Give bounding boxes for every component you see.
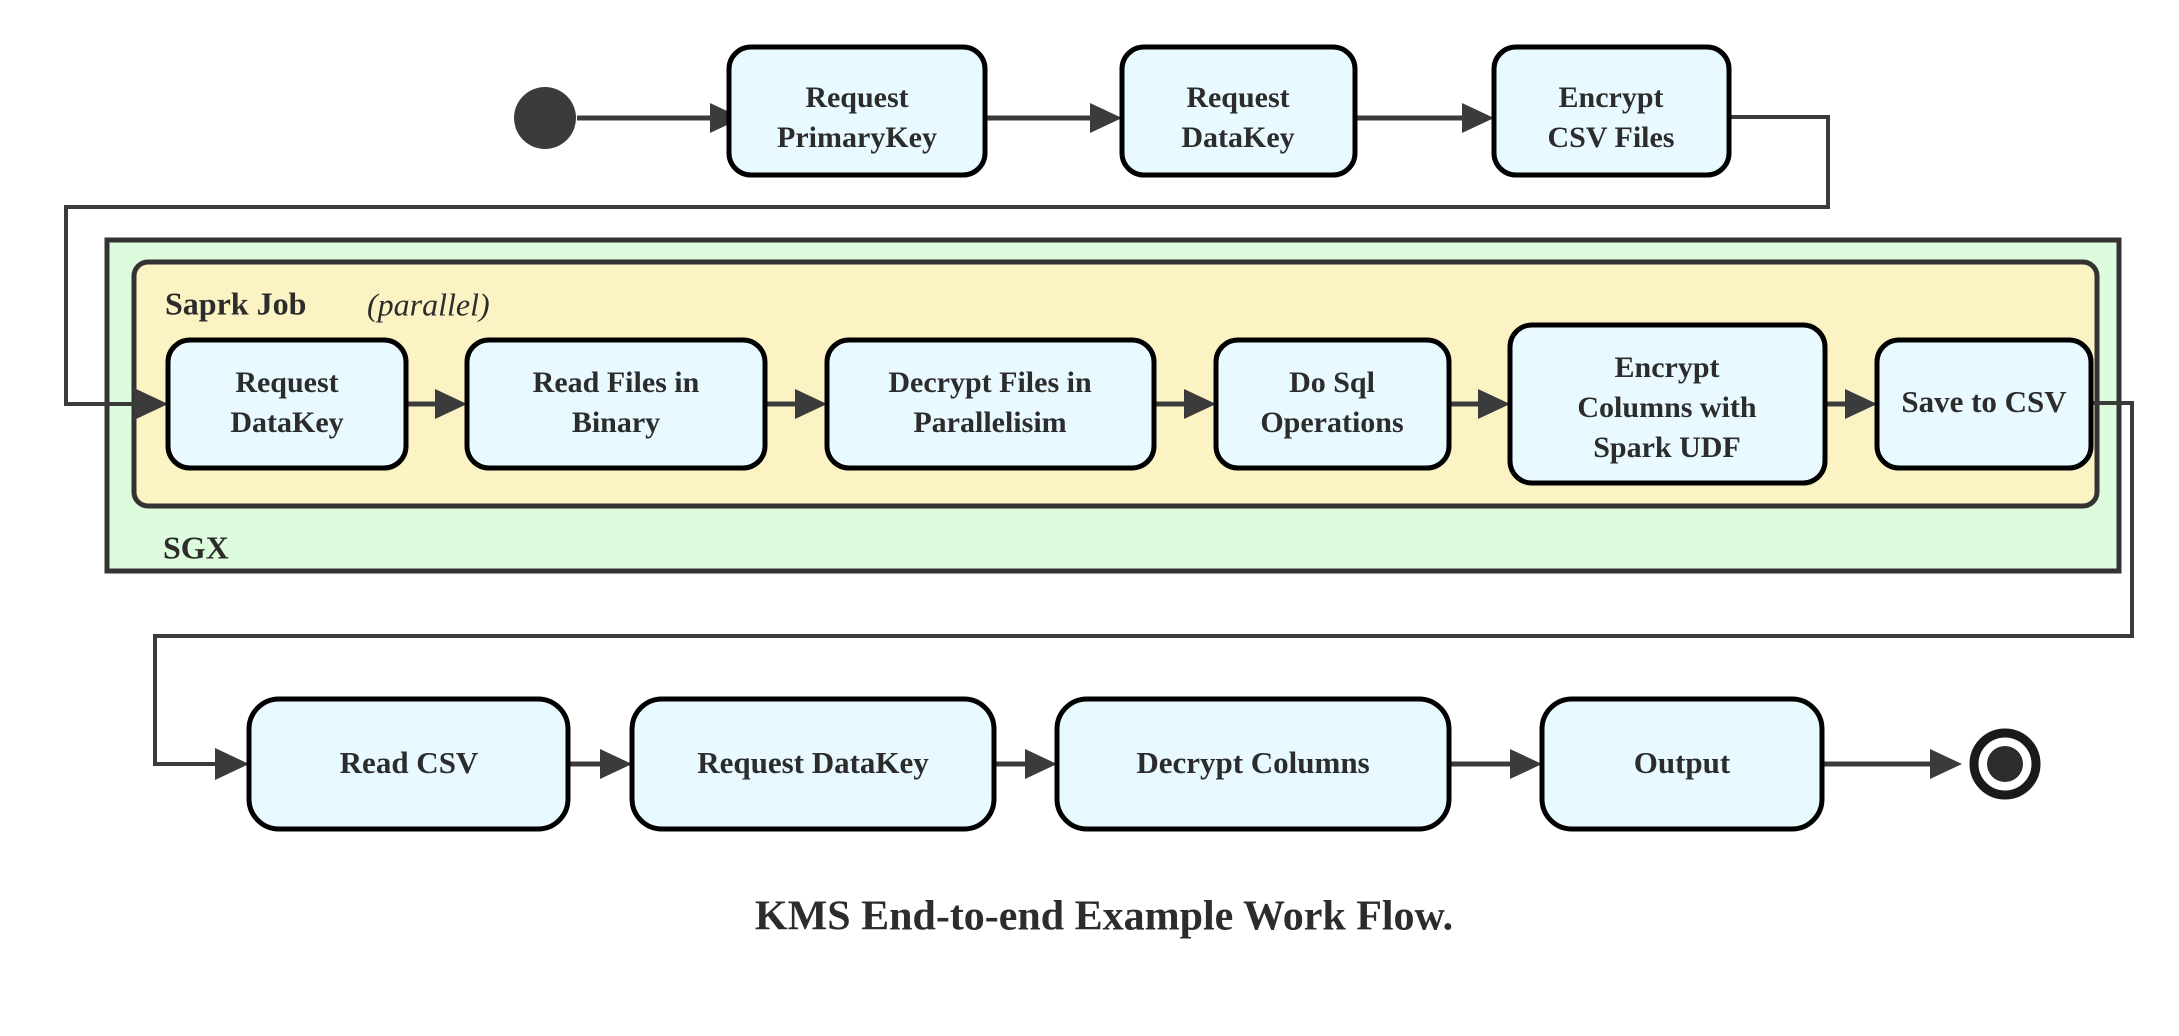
figure-caption: KMS End-to-end Example Work Flow. [755,894,1453,940]
node-decrypt-columns-box[interactable] [1054,696,1452,832]
connector-primarykey-to-datakey [985,103,1122,133]
node-output-label: Output [1634,745,1731,780]
node-decrypt-columns[interactable]: Decrypt Columns [1054,696,1452,832]
node-output-box[interactable] [1539,696,1825,832]
connector-read-files-to-decrypt-files [765,389,827,419]
start-node-icon [514,87,576,149]
arrow-head-icon [134,388,168,420]
node-decrypt-files-in-parallelisim-line1: Decrypt Files in [888,366,1092,399]
node-request-datakey-spark[interactable]: Request DataKey [165,337,409,471]
arrow-head-icon [1930,749,1962,779]
node-encrypt-csv-files-line2: CSV Files [1548,121,1675,154]
connector-save-csv-to-read-csv [153,401,2134,780]
node-request-datakey-top-line2: DataKey [1181,121,1294,154]
node-save-to-csv-box[interactable] [1874,337,2094,471]
node-request-datakey-spark-line1: Request [235,366,338,399]
spark-job-group-label: Saprk Job [165,285,306,321]
connector-request-datakey-to-decrypt-columns [994,749,1057,779]
node-decrypt-files-in-parallelisim-line2: Parallelisim [913,406,1066,439]
node-decrypt-files-in-parallelisim-box[interactable] [824,337,1157,471]
node-request-datakey-top-box[interactable] [1119,44,1358,178]
arrow-head-icon [1510,749,1542,779]
node-do-sql-operations-box[interactable] [1213,337,1452,471]
node-save-to-csv-label: Save to CSV [1901,384,2067,419]
node-encrypt-csv-files[interactable]: Encrypt CSV Files [1491,44,1732,178]
connector-datakey-to-encrypt-csv [1355,103,1494,133]
connector-encrypt-csv-to-spark-datakey [64,115,1830,420]
node-request-primarykey-line1: Request [805,81,908,114]
arrow-head-icon [215,748,249,780]
node-request-datakey-spark-box[interactable] [165,337,409,471]
node-read-csv-box[interactable] [246,696,571,832]
connector-decrypt-files-to-do-sql [1154,389,1216,419]
connector-start-to-request-primarykey [577,103,742,133]
arrow-head-icon [435,389,467,419]
connector-do-sql-to-encrypt-columns [1449,389,1510,419]
node-save-to-csv[interactable]: Save to CSV [1874,337,2094,471]
arrow-head-icon [1025,749,1057,779]
node-decrypt-columns-label: Decrypt Columns [1136,745,1369,780]
connector-spark-datakey-to-read-files [406,389,467,419]
node-decrypt-files-in-parallelisim[interactable]: Decrypt Files in Parallelisim [824,337,1157,471]
arrow-head-icon [600,749,632,779]
node-encrypt-csv-files-box[interactable] [1491,44,1732,178]
arrow-head-icon [1478,389,1510,419]
node-request-datakey-spark-line2: DataKey [230,406,343,439]
node-encrypt-columns-with-spark-udf-line1: Encrypt [1615,351,1720,384]
node-encrypt-columns-with-spark-udf[interactable]: Encrypt Columns with Spark UDF [1507,322,1828,486]
node-request-datakey-top[interactable]: Request DataKey [1119,44,1358,178]
arrow-head-icon [710,103,742,133]
arrow-head-icon [795,389,827,419]
spark-job-parallel-modifier: (parallel) [367,286,490,322]
connector-encrypt-columns-to-save-csv [1825,389,1877,419]
node-encrypt-columns-with-spark-udf-line2: Columns with [1577,391,1757,424]
node-request-primarykey-line2: PrimaryKey [777,121,937,154]
node-do-sql-operations[interactable]: Do Sql Operations [1213,337,1452,471]
sgx-group-label: SGX [163,529,229,565]
node-request-datakey-top-line1: Request [1186,81,1289,114]
node-read-csv-label: Read CSV [340,745,479,780]
node-request-primarykey-box[interactable] [726,44,988,178]
node-encrypt-columns-with-spark-udf-line3: Spark UDF [1593,431,1741,464]
node-read-files-in-binary-box[interactable] [464,337,768,471]
node-read-csv[interactable]: Read CSV [246,696,571,832]
node-request-datakey-bottom-box[interactable] [629,696,997,832]
node-encrypt-csv-files-line1: Encrypt [1559,81,1664,114]
node-do-sql-operations-line1: Do Sql [1289,366,1375,399]
node-output[interactable]: Output [1539,696,1825,832]
node-read-files-in-binary[interactable]: Read Files in Binary [464,337,768,471]
arrow-head-icon [1184,389,1216,419]
arrow-head-icon [1462,103,1494,133]
arrow-head-icon [1090,103,1122,133]
node-do-sql-operations-line2: Operations [1260,406,1403,439]
node-read-files-in-binary-line1: Read Files in [533,366,700,399]
connector-output-to-end [1822,749,1962,779]
connector-decrypt-columns-to-output [1449,749,1542,779]
node-request-datakey-bottom-label: Request DataKey [697,745,929,780]
node-request-datakey-bottom[interactable]: Request DataKey [629,696,997,832]
arrow-head-icon [1845,389,1877,419]
node-request-primarykey[interactable]: Request PrimaryKey [726,44,988,178]
connector-read-csv-to-request-datakey [568,749,632,779]
end-node-icon [1969,728,2041,800]
node-encrypt-columns-with-spark-udf-box[interactable] [1507,322,1828,486]
node-read-files-in-binary-line2: Binary [572,406,660,439]
